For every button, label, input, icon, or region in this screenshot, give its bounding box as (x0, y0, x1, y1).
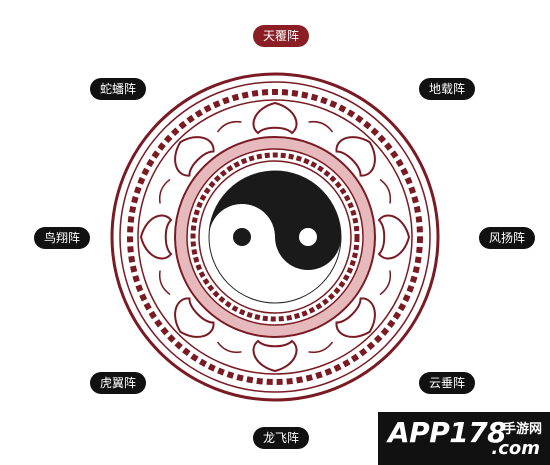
formation-tianfu-button[interactable]: 天覆阵 (252, 25, 310, 47)
formation-longfei-button[interactable]: 龙飞阵 (252, 427, 310, 449)
yin-yang-icon (208, 170, 342, 304)
lotus-petal (377, 214, 411, 260)
lotus-petal (252, 339, 298, 373)
scroll-ornament (308, 341, 334, 354)
lotus-petal (174, 136, 215, 177)
watermark-domain: .com (491, 438, 540, 459)
scroll-ornament (158, 178, 171, 204)
formation-yunchui-button[interactable]: 云垂阵 (418, 372, 476, 394)
scroll-ornament (158, 270, 171, 296)
formation-shepan-button[interactable]: 蛇蟠阵 (89, 78, 147, 100)
app178-watermark: APP178 手游网 .com (378, 412, 550, 465)
formation-niaoxiang-button[interactable]: 鸟翔阵 (33, 227, 91, 249)
lotus-petal (335, 136, 376, 177)
lotus-petal (139, 214, 173, 260)
formation-dizai-button[interactable]: 地载阵 (418, 78, 476, 100)
watermark-site-name: 手游网 (502, 422, 542, 437)
scroll-ornament (216, 120, 242, 133)
watermark-brand: APP178 (388, 416, 507, 449)
fret-pattern-ring (127, 89, 423, 385)
scroll-ornament (308, 120, 334, 133)
lotus-petal (335, 297, 376, 338)
formation-fengyang-button[interactable]: 风扬阵 (478, 227, 536, 249)
scroll-ornament (379, 178, 392, 204)
scroll-ornament (216, 341, 242, 354)
inner-fret-ring (190, 152, 360, 322)
lotus-petal (252, 101, 298, 135)
lotus-petal-ring (139, 101, 411, 373)
formation-huyi-button[interactable]: 虎翼阵 (89, 372, 147, 394)
scroll-ornament (379, 270, 392, 296)
lotus-petal (174, 297, 215, 338)
